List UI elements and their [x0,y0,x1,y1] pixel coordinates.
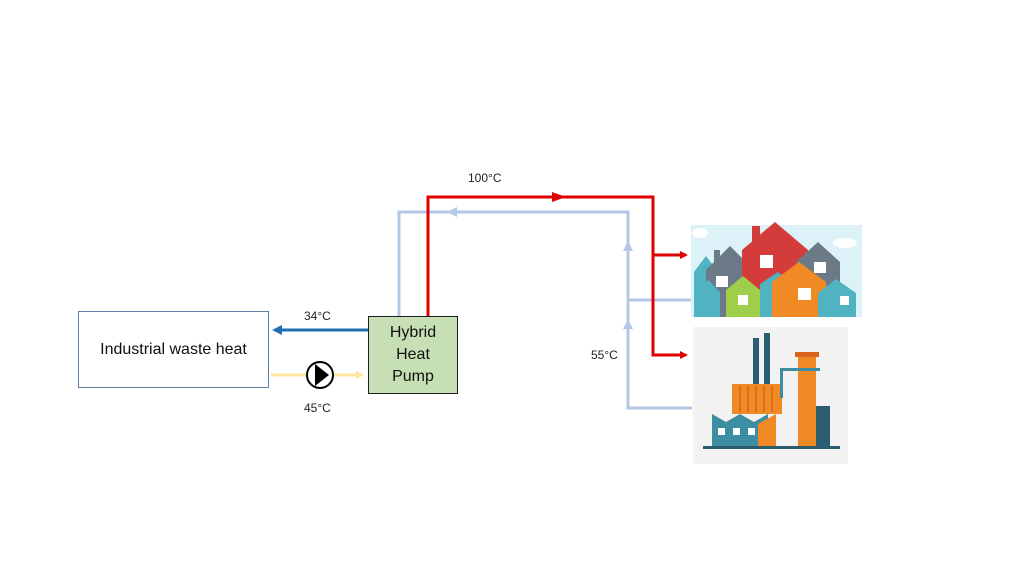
from-source-temperature-label: 45°C [304,401,331,415]
supply-pipe-main [426,195,688,359]
consumer-return-temperature-label: 55°C [591,348,618,362]
supply-arrow-top [552,192,566,202]
factory-icon [693,327,848,464]
return-pipes [397,207,692,410]
heat-pump-label-line-1: Hybrid [389,324,437,341]
heat-pump-label-line-3: Pump [392,368,434,385]
industrial-waste-heat-label: Industrial waste heat [100,340,247,358]
return-to-source-temperature-label: 34°C [304,309,331,323]
supply-temperature-label: 100°C [468,171,502,185]
industrial-waste-heat-box: Industrial waste heat [78,311,269,388]
houses-icon [691,222,862,317]
heat-pump-label-line-2: Heat [396,346,430,363]
supply-pipes [426,192,688,359]
circulation-pump-icon [306,361,334,389]
hybrid-heat-pump-box: Hybrid Heat Pump [368,316,458,394]
return-pipe-main [397,210,692,410]
